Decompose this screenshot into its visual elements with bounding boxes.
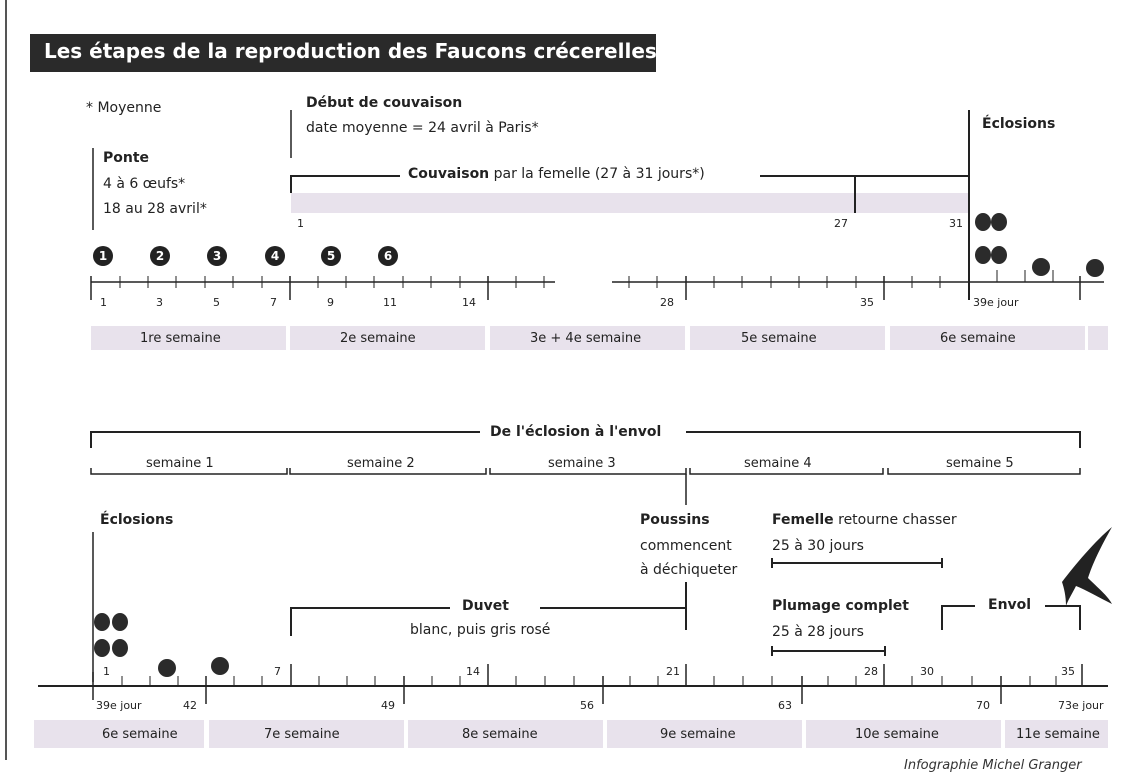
couvaison-tick-label: 1 bbox=[297, 217, 304, 230]
couvaison-label: Couvaison par la femelle (27 à 31 jours*… bbox=[408, 166, 705, 182]
top-week-label: 1re semaine bbox=[140, 331, 221, 346]
top-week-label: 3e + 4e semaine bbox=[530, 331, 642, 346]
falcon-icon bbox=[1062, 527, 1112, 606]
egg-icon: 5 bbox=[321, 246, 341, 266]
bottom-axis-upper-label: 28 bbox=[864, 665, 878, 678]
top-axis-label: 3 bbox=[156, 296, 163, 309]
top-week-label: 5e semaine bbox=[741, 331, 817, 346]
bottom-axis-lower-label: 73e jour bbox=[1058, 699, 1104, 712]
envol-week-label: semaine 5 bbox=[946, 456, 1014, 471]
bottom-axis-lower-label: 70 bbox=[976, 699, 990, 712]
ponte-line2: 18 au 28 avril* bbox=[103, 201, 207, 217]
page-title: Les étapes de la reproduction des Faucon… bbox=[44, 39, 657, 63]
ponte-title: Ponte bbox=[103, 150, 150, 166]
envol-span-title: De l'éclosion à l'envol bbox=[490, 424, 662, 440]
ponte-line1: 4 à 6 œufs* bbox=[103, 176, 186, 192]
bottom-axis-major-ticks bbox=[92, 664, 1083, 704]
bottom-axis-upper-label: 30 bbox=[920, 665, 934, 678]
envol-week-label: semaine 1 bbox=[146, 456, 214, 471]
bottom-axis-lower-label: 63 bbox=[778, 699, 792, 712]
bottom-axis-lower-label: 39e jour bbox=[96, 699, 142, 712]
poussins-line1: commencent bbox=[640, 538, 732, 554]
plumage-duration: 25 à 28 jours bbox=[772, 624, 864, 640]
poussins-line2: à déchiqueter bbox=[640, 562, 738, 578]
bottom-axis-upper-label: 35 bbox=[1061, 665, 1075, 678]
couvaison-tick-label: 27 bbox=[834, 217, 848, 230]
eclosions-top-label: Éclosions bbox=[982, 116, 1056, 132]
top-axis-label: 28 bbox=[660, 296, 674, 309]
eclosions-bottom-label: Éclosions bbox=[100, 512, 174, 528]
bottom-week-label: 9e semaine bbox=[660, 727, 736, 742]
top-axis-label: 9 bbox=[327, 296, 334, 309]
bottom-axis-lower-label: 42 bbox=[183, 699, 197, 712]
plumage-title: Plumage complet bbox=[772, 598, 909, 614]
top-week-label: 2e semaine bbox=[340, 331, 416, 346]
bottom-axis-lower-label: 56 bbox=[580, 699, 594, 712]
top-axis-minor-ticks bbox=[119, 270, 1054, 288]
couvaison-band bbox=[291, 193, 969, 213]
credit: Infographie Michel Granger bbox=[904, 758, 1082, 773]
duvet-title: Duvet bbox=[462, 598, 509, 614]
top-axis-label: 11 bbox=[383, 296, 397, 309]
bottom-axis-lower-label: 49 bbox=[381, 699, 395, 712]
top-week-label: 6e semaine bbox=[940, 331, 1016, 346]
envol-week-label: semaine 3 bbox=[548, 456, 616, 471]
top-axis-label: 39e jour bbox=[973, 296, 1019, 309]
title-bar: Les étapes de la reproduction des Faucon… bbox=[30, 34, 657, 72]
egg-icon: 2 bbox=[150, 246, 170, 266]
bottom-week-bands bbox=[34, 720, 1108, 748]
envol-week-label: semaine 2 bbox=[347, 456, 415, 471]
egg-icon: 6 bbox=[378, 246, 398, 266]
egg-icon: 3 bbox=[207, 246, 227, 266]
hatched-egg-icons bbox=[94, 213, 1104, 677]
envol-span-bracket bbox=[90, 431, 1081, 448]
femelle-label: Femelle retourne chasser bbox=[772, 512, 957, 528]
bottom-axis-minor-ticks bbox=[121, 676, 1057, 686]
femelle-duration: 25 à 30 jours bbox=[772, 538, 864, 554]
bottom-week-label: 11e semaine bbox=[1016, 727, 1100, 742]
egg-icon: 1 bbox=[93, 246, 113, 266]
top-axis-label: 5 bbox=[213, 296, 220, 309]
top-axis-label: 1 bbox=[100, 296, 107, 309]
femelle-range bbox=[771, 558, 943, 568]
top-week-bands bbox=[91, 326, 1108, 350]
couvaison-tick-label: 31 bbox=[949, 217, 963, 230]
bottom-axis-upper-label: 7 bbox=[274, 665, 281, 678]
bottom-week-label: 7e semaine bbox=[264, 727, 340, 742]
top-axis-label: 35 bbox=[860, 296, 874, 309]
bottom-axis-upper-label: 14 bbox=[466, 665, 480, 678]
debut-title: Début de couvaison bbox=[306, 95, 463, 111]
duvet-bracket bbox=[290, 607, 686, 636]
plumage-range bbox=[771, 646, 886, 656]
top-axis-label: 14 bbox=[462, 296, 476, 309]
note-moyenne: * Moyenne bbox=[86, 100, 162, 116]
duvet-line1: blanc, puis gris rosé bbox=[410, 622, 551, 638]
bottom-axis-upper-label: 1 bbox=[103, 665, 110, 678]
bottom-axis-upper-label: 21 bbox=[666, 665, 680, 678]
bottom-week-label: 6e semaine bbox=[102, 727, 178, 742]
envol-week-label: semaine 4 bbox=[744, 456, 812, 471]
top-axis-label: 7 bbox=[270, 296, 277, 309]
debut-line1: date moyenne = 24 avril à Paris* bbox=[306, 120, 539, 136]
bottom-week-label: 8e semaine bbox=[462, 727, 538, 742]
envol-week-brackets bbox=[90, 468, 1081, 475]
envol-bracket bbox=[941, 605, 1081, 630]
egg-icon: 4 bbox=[265, 246, 285, 266]
poussins-title: Poussins bbox=[640, 512, 710, 528]
bottom-week-label: 10e semaine bbox=[855, 727, 939, 742]
top-axis-ticks bbox=[90, 276, 1081, 300]
envol-label: Envol bbox=[988, 597, 1032, 613]
